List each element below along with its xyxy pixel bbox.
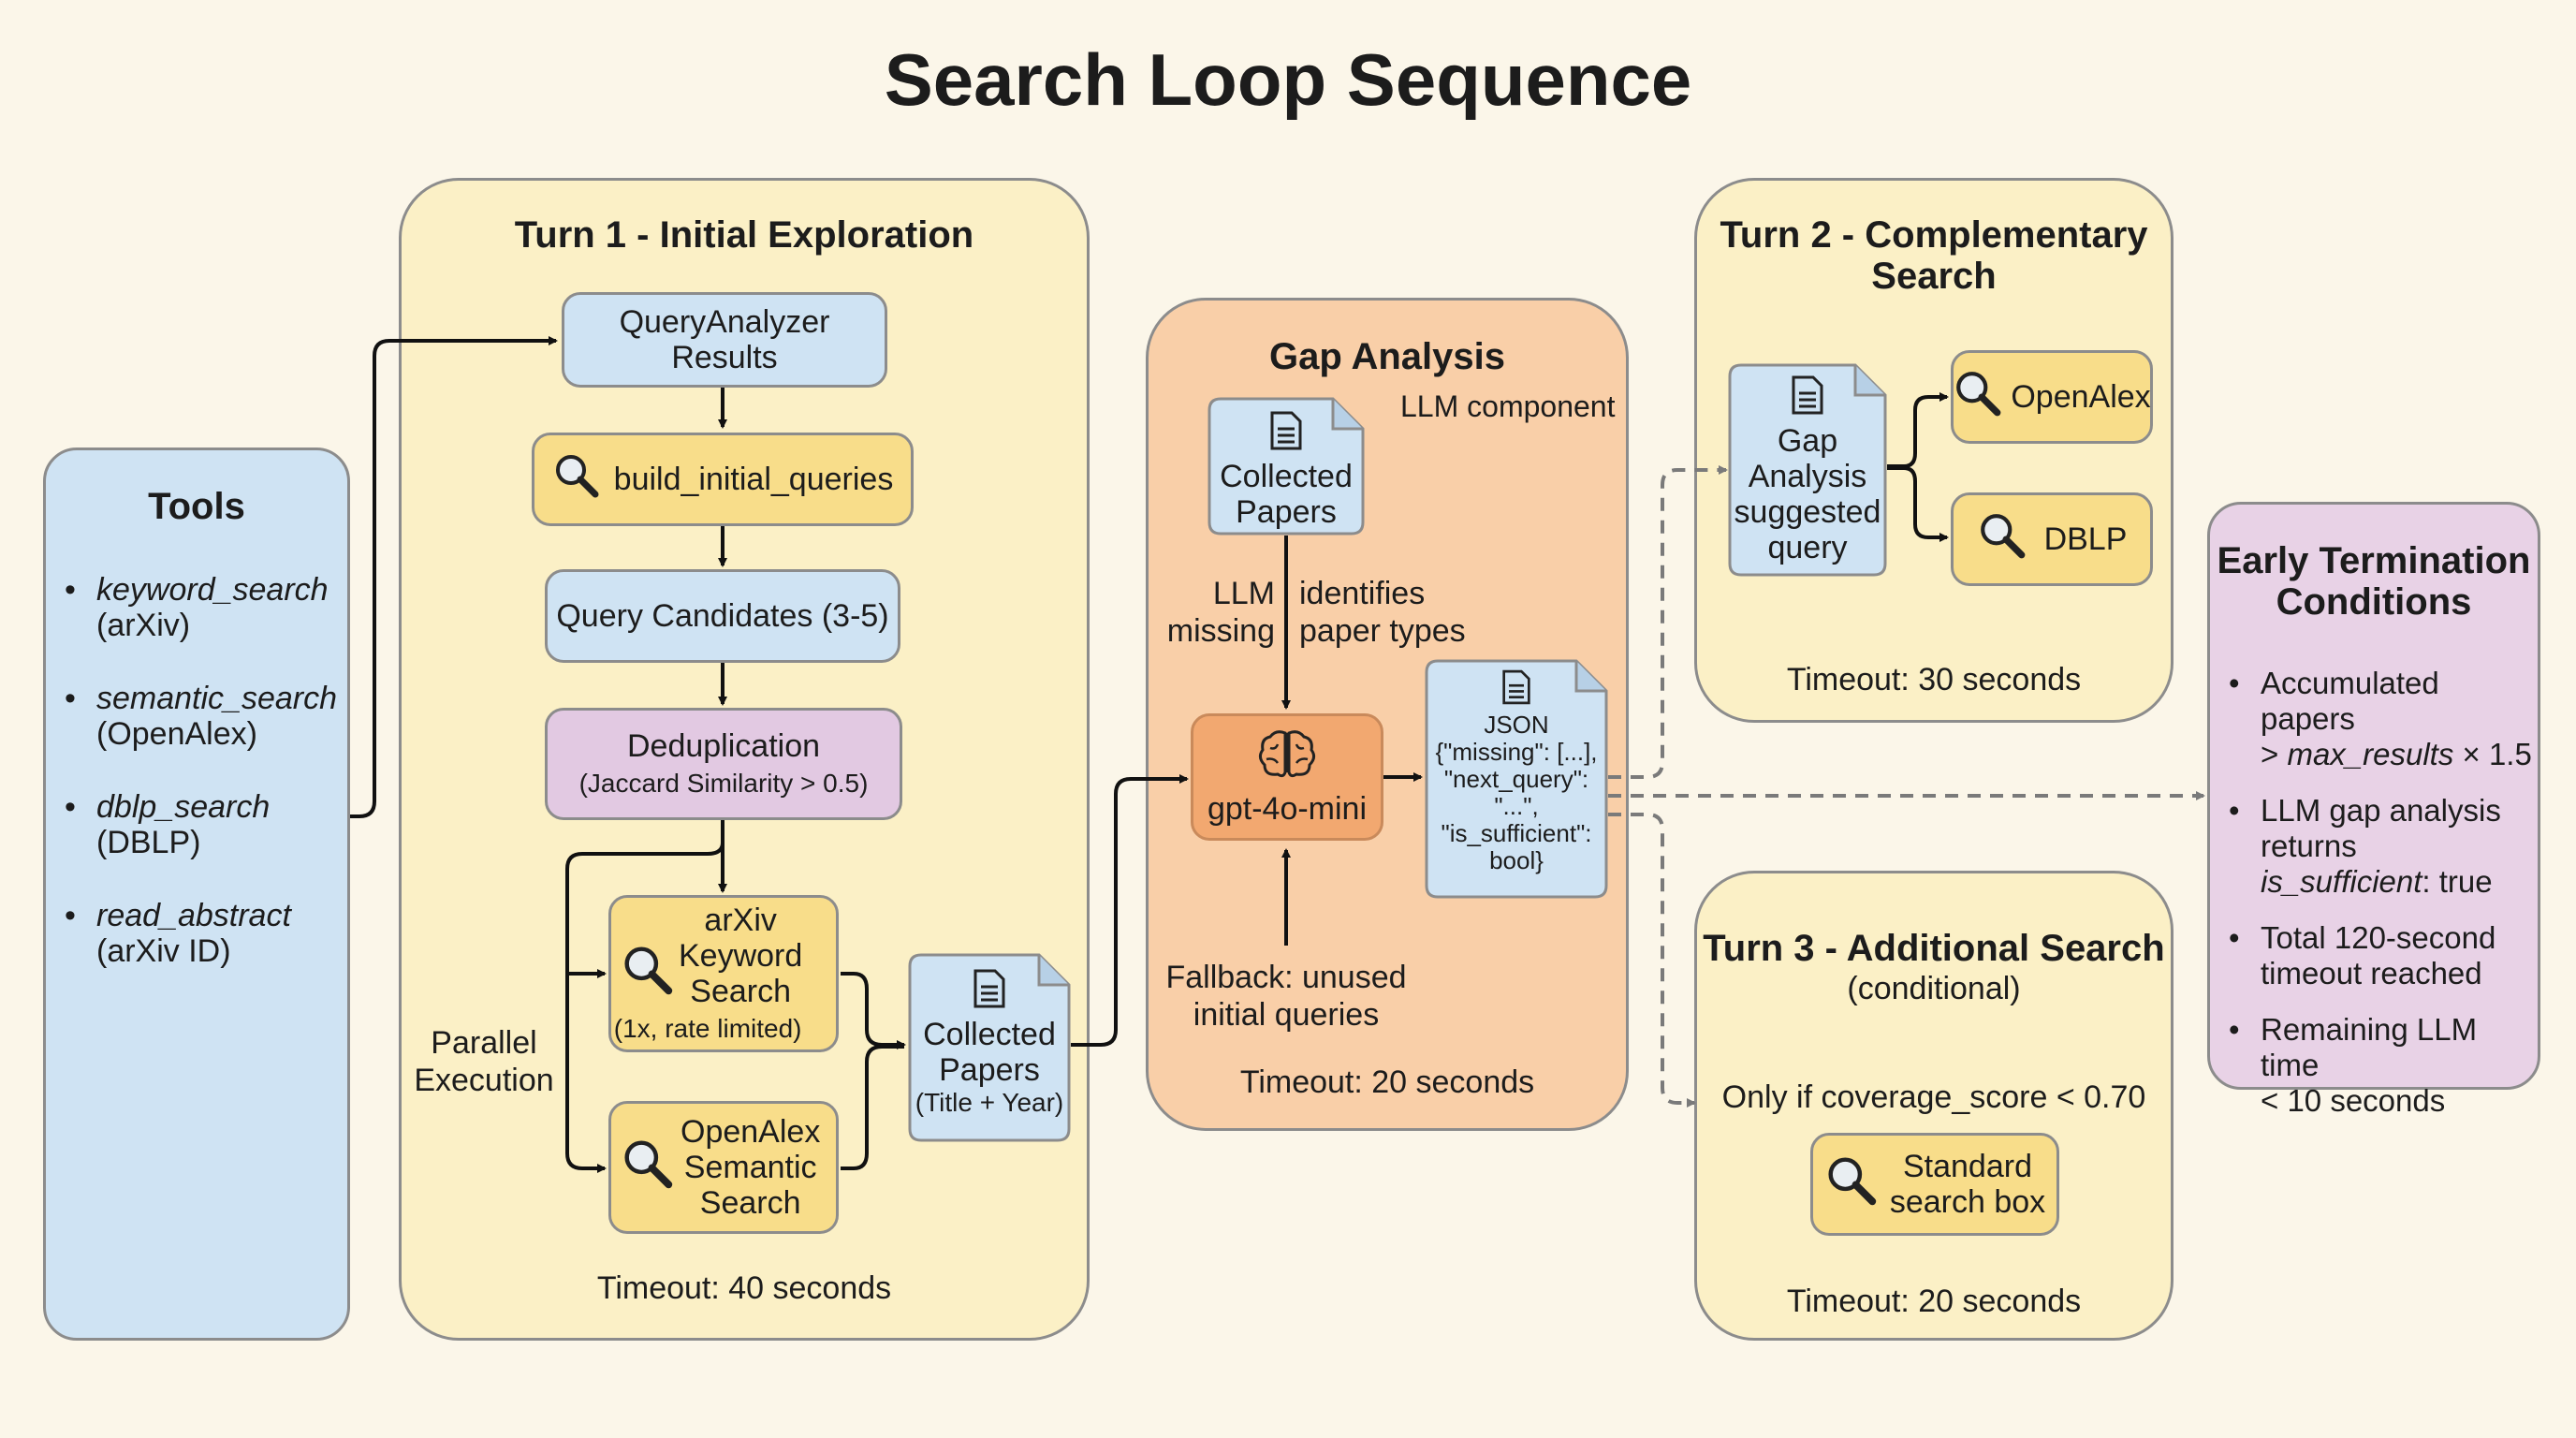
llm-component-label: LLM component — [1400, 389, 1616, 423]
early-conditions-list: Accumulated papers> max_results × 1.5 LL… — [2229, 666, 2538, 1119]
magnifier-icon — [1953, 368, 2003, 426]
dashed-json-to-turn3 — [1608, 813, 1696, 1108]
turn3-subtitle: (conditional) — [1847, 971, 2021, 1006]
tool-item: read_abstract(arXiv ID) — [65, 898, 337, 969]
dashed-json-to-turn2 — [1608, 465, 1728, 779]
magnifier-icon — [621, 1137, 675, 1198]
magnifier-icon — [1824, 1153, 1879, 1215]
page-title: Search Loop Sequence — [884, 38, 1692, 121]
query-candidates-box: Query Candidates (3-5) — [545, 569, 900, 663]
json-output-doc: JSON {"missing": [...], "next_query": ".… — [1425, 659, 1608, 899]
turn1-collected-papers-doc: Collected Papers (Title + Year) — [908, 953, 1071, 1142]
arrow-collected-to-gpt — [1071, 774, 1189, 1047]
document-icon — [1269, 410, 1303, 459]
magnifier-icon — [621, 943, 675, 1005]
turn1-timeout: Timeout: 40 seconds — [596, 1270, 892, 1306]
gap-suggested-query-doc: Gap Analysis suggested query — [1728, 363, 1887, 577]
turn3-timeout: Timeout: 20 seconds — [1786, 1284, 2082, 1319]
deduplication-box: Deduplication(Jaccard Similarity > 0.5) — [545, 708, 902, 820]
turn3-title: Turn 3 - Additional Search — [1703, 928, 2165, 969]
tool-item: keyword_search(arXiv) — [65, 572, 337, 643]
gap-timeout: Timeout: 20 seconds — [1239, 1064, 1535, 1100]
arrow-dedup-to-branches — [565, 842, 724, 1173]
brain-icon — [1257, 727, 1317, 787]
gap-title: Gap Analysis — [1269, 336, 1505, 377]
tool-item: dblp_search(DBLP) — [65, 789, 337, 860]
build-initial-queries-box: build_initial_queries — [532, 433, 914, 526]
turn2-dblp-box: DBLP — [1951, 492, 2153, 586]
turn2-timeout: Timeout: 30 seconds — [1786, 662, 2082, 697]
arrow-suggested-to-openalex — [1887, 392, 1949, 468]
turn3-panel: Turn 3 - Additional Search (conditional) — [1694, 871, 2174, 1341]
turn3-condition: Only if coverage_score < 0.70 — [1721, 1079, 2146, 1115]
tool-item: semantic_search(OpenAlex) — [65, 681, 337, 752]
tools-panel: Tools keyword_search(arXiv) semantic_sea… — [43, 448, 350, 1341]
turn1-title: Turn 1 - Initial Exploration — [514, 214, 974, 256]
magnifier-icon — [1977, 510, 2027, 568]
magnifier-icon — [552, 451, 601, 507]
document-icon — [1501, 668, 1531, 712]
condition-item: Remaining LLM time< 10 seconds — [2229, 1012, 2538, 1119]
gpt-4o-mini-box: gpt-4o-mini — [1191, 713, 1383, 841]
arrow-tools-to-analyzer — [350, 336, 558, 818]
gap-collected-papers-doc: Collected Papers — [1208, 397, 1365, 536]
tools-title: Tools — [148, 486, 245, 527]
arrow-suggested-to-dblp — [1887, 466, 1949, 542]
condition-item: Accumulated papers> max_results × 1.5 — [2229, 666, 2538, 772]
arrow-arxiv-to-collected — [841, 972, 906, 1049]
tools-list: keyword_search(arXiv) semantic_search(Op… — [65, 572, 337, 969]
document-icon — [973, 968, 1006, 1017]
document-icon — [1791, 374, 1824, 423]
turn2-openalex-box: OpenAlex — [1951, 350, 2153, 444]
arrow-openalex-to-collected — [841, 1045, 904, 1170]
